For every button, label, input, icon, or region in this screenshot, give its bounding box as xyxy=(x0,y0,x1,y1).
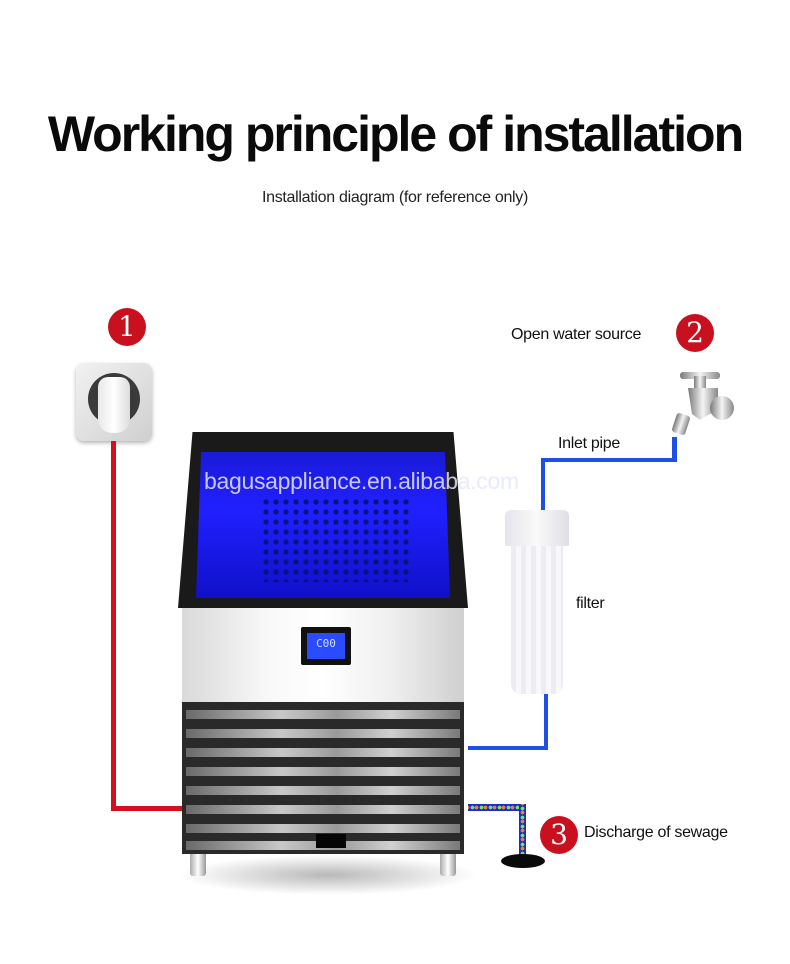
machine-shadow xyxy=(178,855,478,895)
page-subtitle: Installation diagram (for reference only… xyxy=(261,189,529,206)
step-3-badge: 3 xyxy=(540,816,578,854)
drain-pipe-horizontal xyxy=(468,804,526,811)
machine-hood xyxy=(178,432,468,608)
ice-grid xyxy=(261,497,411,582)
floor-drain-icon xyxy=(501,854,545,868)
ice-machine: bagusappliance.en.alibaba.com C00 xyxy=(178,432,519,876)
water-filter-icon xyxy=(505,510,569,696)
filter-label: filter xyxy=(576,595,605,612)
power-cable-horizontal xyxy=(111,806,183,811)
water-tap-icon xyxy=(672,372,734,435)
drain-pipe-vertical xyxy=(519,804,526,858)
discharge-sewage-label: Discharge of sewage xyxy=(584,824,728,841)
watermark: bagusappliance.en.alibaba.com xyxy=(204,468,519,494)
machine-control-panel: C00 xyxy=(182,608,464,702)
inlet-pipe-to-filter xyxy=(541,458,545,514)
step-1-badge: 1 xyxy=(108,308,146,346)
machine-window xyxy=(196,452,450,598)
filter-to-machine-pipe xyxy=(468,746,548,750)
machine-leg-left xyxy=(190,854,206,876)
power-socket-icon xyxy=(76,363,152,441)
lcd-value: C00 xyxy=(307,633,345,659)
step-2-badge: 2 xyxy=(676,314,714,352)
inlet-pipe-horizontal xyxy=(541,458,677,462)
power-cable xyxy=(111,441,116,811)
machine-vent-grille xyxy=(182,702,464,854)
machine-leg-right xyxy=(440,854,456,876)
inlet-pipe-vertical-top xyxy=(672,437,677,461)
open-water-source-label: Open water source xyxy=(511,326,642,343)
vent-handle xyxy=(316,834,346,848)
inlet-pipe-label: Inlet pipe xyxy=(558,435,620,452)
filter-outlet-pipe xyxy=(544,694,548,750)
page-title: Working principle of installation xyxy=(47,106,744,162)
lcd-display[interactable]: C00 xyxy=(301,627,351,665)
